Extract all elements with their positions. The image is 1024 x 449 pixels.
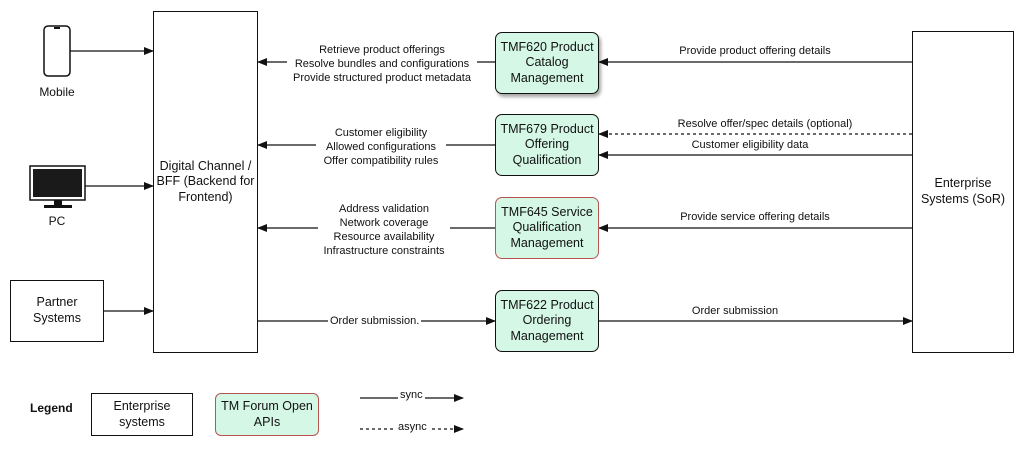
- tmf645-box: TMF645 Service Qualification Management: [495, 197, 599, 259]
- tmf622-label: TMF622 Product Ordering Management: [500, 297, 594, 343]
- bff-label: Digital Channel / BFF (Backend for Front…: [156, 158, 255, 204]
- legend-enterprise-box: Enterprise systems: [91, 393, 193, 436]
- tmf645-bff-edge-label: Address validation Network coverage Reso…: [318, 202, 450, 258]
- bff-tmf622-edge-label: Order submission.: [328, 314, 422, 328]
- partner-systems-label: Partner Systems: [33, 295, 81, 325]
- monitor-icon: [29, 165, 86, 208]
- tmf679-bff-edge-label: Customer eligibility Allowed configurati…: [316, 126, 446, 168]
- legend-enterprise-label: Enterprise systems: [113, 398, 171, 429]
- partner-systems-box: Partner Systems: [10, 280, 104, 342]
- bff-box: Digital Channel / BFF (Backend for Front…: [153, 11, 258, 353]
- sor-tmf645-edge-label: Provide service offering details: [680, 211, 830, 223]
- sor-tmf620-edge-label: Provide product offering details: [679, 45, 831, 57]
- enterprise-sor-label: Enterprise Systems (SoR): [920, 176, 1006, 206]
- sor-tmf679-edge-label: Customer eligibility data: [691, 139, 809, 151]
- legend-tmforum-label: TM Forum Open APIs: [221, 398, 313, 429]
- mobile-label: Mobile: [39, 85, 75, 99]
- pc-label: PC: [48, 214, 66, 228]
- legend-title: Legend: [30, 401, 73, 415]
- legend-tmforum-box: TM Forum Open APIs: [215, 393, 319, 436]
- tmf622-sor-edge-label: Order submission: [691, 305, 779, 317]
- legend-async-label: async: [396, 420, 429, 434]
- tmf679-label: TMF679 Product Offering Qualification: [500, 121, 594, 167]
- enterprise-sor-box: Enterprise Systems (SoR): [912, 31, 1014, 353]
- tmf645-label: TMF645 Service Qualification Management: [501, 204, 593, 250]
- tmf679-sor-async-edge-label: Resolve offer/spec details (optional): [677, 118, 853, 130]
- tmf622-box: TMF622 Product Ordering Management: [495, 290, 599, 352]
- tmf679-box: TMF679 Product Offering Qualification: [495, 114, 599, 176]
- tmf620-box: TMF620 Product Catalog Management: [495, 32, 599, 94]
- mobile-phone-icon: [43, 25, 71, 77]
- tmf620-bff-edge-label: Retrieve product offerings Resolve bundl…: [287, 43, 477, 85]
- legend-sync-label: sync: [398, 388, 425, 402]
- tmf620-label: TMF620 Product Catalog Management: [500, 39, 594, 85]
